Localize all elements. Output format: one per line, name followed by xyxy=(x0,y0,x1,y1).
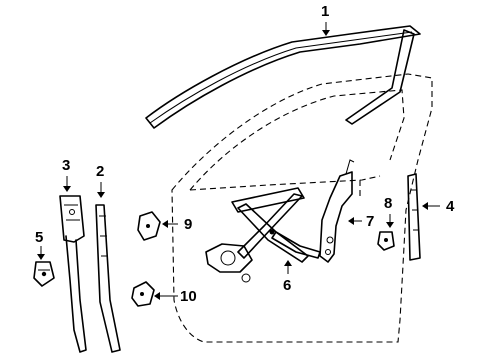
part-1-glass-run-channel xyxy=(145,25,421,129)
part-8-lock-clip xyxy=(377,231,395,251)
callout-6: 6 xyxy=(283,277,291,294)
door-outline xyxy=(171,73,433,343)
part-10-lower-hinge xyxy=(131,281,155,307)
callout-10: 10 xyxy=(180,288,197,305)
callout-3: 3 xyxy=(62,157,70,174)
callout-2: 2 xyxy=(96,163,104,180)
callout-8: 8 xyxy=(384,195,392,212)
part-9-upper-hinge xyxy=(137,211,161,241)
callout-9: 9 xyxy=(184,216,192,233)
part-5-hinge-bracket xyxy=(33,261,55,287)
callout-1: 1 xyxy=(321,3,329,20)
part-2-run-channel-strip xyxy=(95,204,121,353)
part-4-rear-channel xyxy=(407,173,421,261)
leader-lines xyxy=(37,22,440,300)
callout-4: 4 xyxy=(446,198,455,215)
part-6-window-regulator xyxy=(205,187,321,283)
part-3-lower-channel xyxy=(59,195,87,353)
part-7-door-lock xyxy=(319,159,355,263)
callout-5: 5 xyxy=(35,229,43,246)
callout-7: 7 xyxy=(366,213,374,230)
